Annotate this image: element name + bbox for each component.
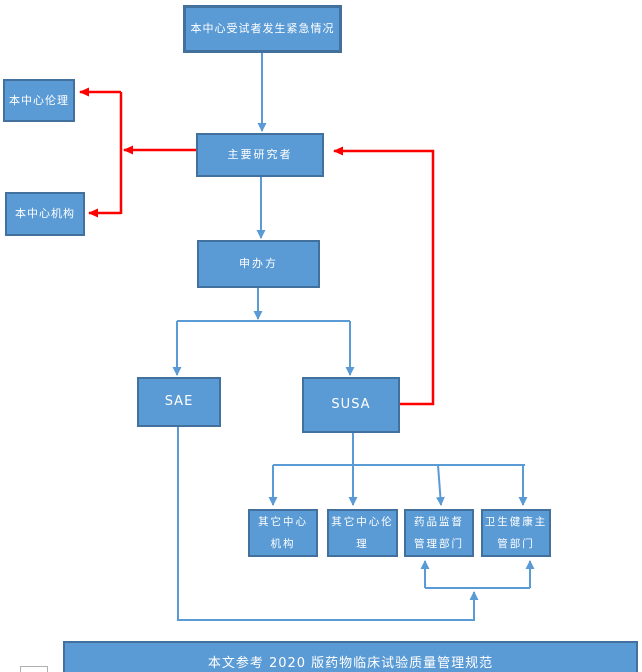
node-other-center-ethics: 其它中心伦 理 <box>327 509 398 557</box>
footer-reference-text: 本文参考 2020 版药物临床试验质量管理规范 <box>207 656 494 671</box>
red-arrows <box>79 87 435 406</box>
node-local-institution: 本中心机构 <box>5 192 85 236</box>
node-label-line2: 理 <box>356 538 369 550</box>
node-label: SUSA <box>331 397 371 413</box>
node-label: 本中心机构 <box>15 207 75 221</box>
blue-arrows <box>172 53 535 621</box>
node-label-line2: 管部门 <box>497 538 535 550</box>
node-label-line1: 其它中心伦 <box>331 515 394 528</box>
node-label: 主要研究者 <box>227 148 293 162</box>
node-label: SAE <box>164 394 194 410</box>
node-susa: SUSA <box>302 377 400 433</box>
node-label-line1: 其它中心 <box>258 515 308 528</box>
node-sae: SAE <box>137 377 221 427</box>
node-label: 本中心受试者发生紧急情况 <box>190 22 335 36</box>
node-health-department: 卫生健康主 管部门 <box>481 509 551 557</box>
node-sponsor: 申办方 <box>197 240 320 288</box>
node-drug-administration: 药品监督 管理部门 <box>404 509 474 557</box>
node-label-line2: 机构 <box>270 538 296 550</box>
node-emergency-event: 本中心受试者发生紧急情况 <box>183 5 342 53</box>
node-label-line1: 卫生健康主 <box>484 515 548 528</box>
node-local-ethics: 本中心伦理 <box>3 79 75 122</box>
node-label: 本中心伦理 <box>9 93 69 107</box>
node-principal-investigator: 主要研究者 <box>196 133 324 177</box>
footer-reference-banner: 本文参考 2020 版药物临床试验质量管理规范 <box>63 641 638 672</box>
node-label-line1: 药品监督 <box>414 515 464 528</box>
page-corner-fragment <box>20 666 48 672</box>
node-other-center-institution: 其它中心 机构 <box>248 509 318 557</box>
node-label: 申办方 <box>239 257 278 271</box>
node-label-line2: 管理部门 <box>414 538 464 550</box>
